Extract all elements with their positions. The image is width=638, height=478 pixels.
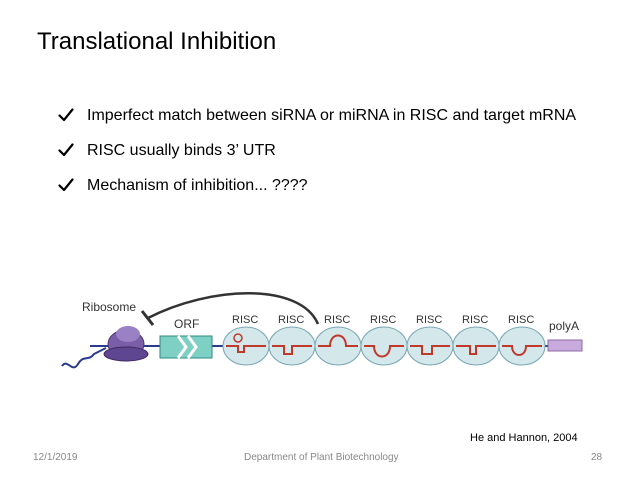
ribosome-icon [103,326,149,362]
bullet-item: Mechanism of inhibition... ???? [58,174,586,197]
reference-citation: He and Hannon, 2004 [470,432,578,444]
inhibition-bar [140,310,155,326]
ribosome-label: Ribosome [82,300,136,314]
bullet-item: Imperfect match between siRNA or miRNA i… [58,104,586,127]
bullet-item: RISC usually binds 3’ UTR [58,139,586,162]
inhibition-arrow [147,292,320,325]
risc-complex [452,326,500,366]
risc-label: RISC [462,314,488,326]
risc-label: RISC [508,314,534,326]
risc-complex [314,326,362,366]
risc-label: RISC [232,314,258,326]
check-mark-icon [58,143,74,157]
risc-label: RISC [324,314,350,326]
risc-label: RISC [370,314,396,326]
bullet-text: Mechanism of inhibition... ???? [87,177,308,194]
mrna-5prime-tail [61,347,107,369]
risc-complex [360,326,408,366]
footer-department: Department of Plant Biotechnology [244,452,399,463]
polya-tail [547,339,583,352]
orf-icon [159,335,213,359]
risc-label: RISC [416,314,442,326]
slide-title: Translational Inhibition [37,28,277,55]
orf-label: ORF [174,317,199,331]
risc-complex [498,326,546,366]
footer-date: 12/1/2019 [33,452,78,463]
risc-complex [406,326,454,366]
risc-complex [268,326,316,366]
bullet-list: Imperfect match between siRNA or miRNA i… [58,104,586,209]
check-mark-icon [58,178,74,192]
bullet-text: Imperfect match between siRNA or miRNA i… [87,107,577,124]
risc-label: RISC [278,314,304,326]
polya-label: polyA [549,319,579,333]
slide-number: 28 [591,452,603,463]
check-mark-icon [58,108,74,122]
risc-complex [222,326,270,366]
translational-inhibition-diagram: Ribosome ORF RISC RISC RISC RISC RISC RI… [61,292,583,369]
bullet-text: RISC usually binds 3’ UTR [87,142,276,159]
